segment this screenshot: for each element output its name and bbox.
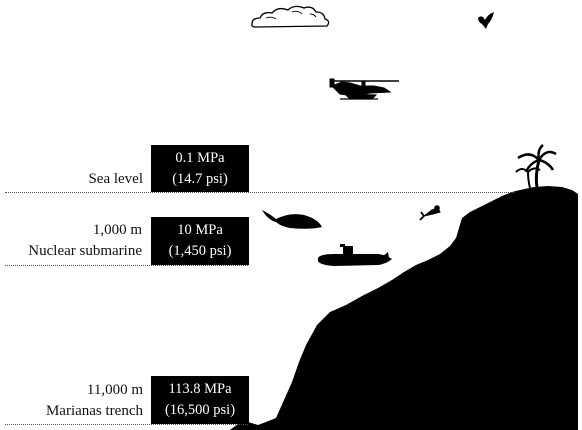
palm-tree-icon [515, 144, 557, 189]
submarine-depth-line [5, 265, 248, 266]
diver-icon [419, 205, 441, 221]
submarine-pressure-psi: (1,450 psi) [168, 243, 232, 259]
submarine-icon [318, 244, 392, 266]
sea-level-pressure: 0.1 MPa [175, 149, 225, 166]
trench-depth-line [5, 424, 248, 425]
trench-pressure-box: 113.8 MPa (16,500 psi) [151, 376, 249, 424]
submarine-place-label: Nuclear submarine [28, 243, 142, 259]
sea-level-place-label: Sea level [88, 171, 143, 187]
cloud-icon [251, 5, 330, 28]
sea-level-line [5, 192, 515, 193]
trench-pressure: 113.8 MPa [168, 381, 232, 397]
sea-level-pressure-psi: (14.7 psi) [172, 170, 228, 187]
trench-depth-label: 11,000 m [86, 382, 143, 398]
trench-pressure-psi: (16,500 psi) [164, 402, 236, 418]
seafloor-cliff [230, 186, 578, 430]
seafloor-speck [339, 411, 343, 415]
submarine-pressure: 10 MPa [177, 222, 223, 238]
submarine-depth-label: 1,000 m [92, 222, 142, 238]
trench-place-label: Marianas trench [45, 403, 143, 419]
whale-icon [262, 210, 322, 229]
sea-level-pressure-box: 0.1 MPa (14.7 psi) [151, 145, 249, 192]
submarine-pressure-box: 10 MPa (1,450 psi) [151, 217, 249, 265]
bird-icon [478, 12, 494, 29]
helicopter-icon [329, 78, 399, 100]
